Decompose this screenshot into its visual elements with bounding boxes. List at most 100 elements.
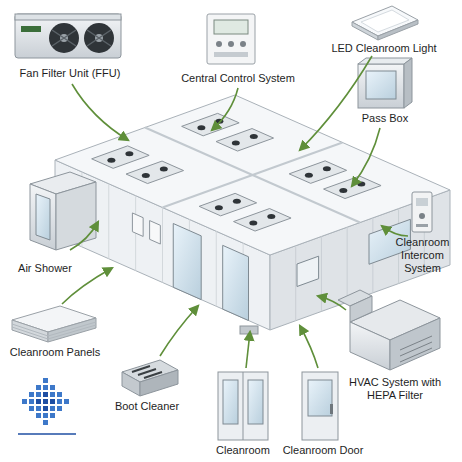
company-logo	[29, 392, 34, 397]
company-logo	[36, 392, 41, 397]
company-logo	[36, 406, 41, 411]
cleanroom-illustration	[267, 214, 275, 219]
cleanroom-illustration	[215, 205, 223, 210]
hvac-picture	[350, 322, 390, 370]
leader-arrows	[70, 222, 98, 250]
pass-box-picture	[358, 64, 404, 108]
hvac-picture	[390, 318, 440, 370]
leader-arrows	[72, 84, 128, 140]
leader-arrows	[300, 56, 372, 150]
cleanroom-illustration	[160, 167, 168, 172]
company-logo	[43, 385, 48, 390]
company-logo	[36, 399, 41, 404]
door-picture	[308, 380, 332, 416]
intercom-picture	[416, 224, 428, 227]
leader-arrows	[160, 306, 198, 356]
cleanroom-illustration	[107, 158, 115, 163]
cleanroom-illustration	[108, 184, 109, 259]
company-logo	[36, 385, 41, 390]
cleanroom-door-picture	[218, 372, 268, 440]
company-logo	[50, 413, 55, 418]
company-logo	[36, 413, 41, 418]
cleanroom-illustration	[216, 231, 217, 306]
air-shower-picture	[30, 184, 56, 250]
cleanroom-illustration	[232, 141, 240, 146]
ffu-picture	[21, 26, 41, 32]
cleanroom-illustration	[250, 134, 258, 139]
control-panel-picture	[207, 14, 255, 64]
cleanroom-illustration	[150, 221, 161, 245]
cleanroom-door-picture	[223, 380, 238, 424]
boot-cleaner-picture	[122, 360, 178, 396]
part-label: LED Cleanroom Light	[322, 42, 446, 55]
pass-box-picture	[366, 71, 396, 99]
leader-arrows	[212, 88, 238, 130]
company-logo	[43, 420, 48, 425]
panels-picture	[12, 320, 48, 342]
led-light-picture	[361, 10, 409, 32]
company-logo	[50, 399, 55, 404]
cleanroom-illustration	[197, 125, 205, 130]
leader-arrows	[318, 296, 346, 310]
part-label: Fan Filter Unit (FFU)	[5, 67, 135, 80]
pass-box-picture	[358, 58, 412, 64]
ffu-picture	[15, 14, 121, 20]
cleanroom-illustration	[199, 193, 257, 216]
leader-arrows	[382, 226, 408, 236]
company-logo	[29, 406, 34, 411]
control-panel-picture	[240, 41, 246, 47]
control-panel-picture	[207, 14, 255, 64]
cleanroom-door-picture	[218, 372, 268, 440]
intercom-picture	[412, 192, 432, 232]
leader-arrows	[300, 326, 318, 368]
panels-picture	[12, 322, 96, 339]
boot-cleaner-picture	[122, 372, 140, 396]
part-label: Cleanroom	[198, 444, 288, 457]
cleanroom-illustration	[233, 199, 241, 204]
cleanroom-illustration	[249, 221, 257, 226]
cleanroom-illustration	[297, 256, 319, 286]
air-shower-picture	[56, 182, 96, 250]
cleanroom-illustration	[321, 236, 322, 311]
cleanroom-illustration	[234, 209, 291, 232]
panels-picture	[48, 318, 96, 342]
company-logo	[22, 399, 27, 404]
part-label: Cleanroom Intercom System	[385, 236, 460, 276]
intercom-picture	[412, 192, 432, 232]
cleanroom-illustration	[295, 246, 296, 321]
cleanroom-illustration	[173, 224, 201, 300]
cleanroom-illustration	[223, 245, 249, 320]
cleanroom-illustration	[182, 113, 240, 136]
cleanroom-illustration	[145, 128, 360, 223]
cleanroom-door-picture	[243, 372, 244, 440]
cleanroom-door-picture	[248, 380, 263, 424]
air-shower-picture	[36, 194, 50, 240]
company-logo	[50, 392, 55, 397]
ffu-picture	[15, 14, 121, 58]
intercom-picture	[419, 213, 425, 219]
cleanroom-illustration	[126, 161, 184, 184]
leader-arrows	[246, 332, 250, 368]
company-logo	[29, 399, 34, 404]
control-panel-picture	[214, 52, 248, 57]
pass-box-picture	[404, 58, 412, 108]
ffu-picture	[52, 30, 111, 46]
leader-arrows	[352, 128, 380, 186]
panels-picture	[12, 306, 96, 342]
cleanroom-illustration	[55, 95, 450, 255]
control-panel-picture	[228, 41, 234, 47]
company-logo	[18, 433, 76, 435]
leader-arrows	[62, 56, 408, 368]
company-logo	[57, 406, 62, 411]
cleanroom-illustration	[132, 213, 143, 237]
part-label: Pass Box	[345, 112, 425, 125]
cleanroom-illustration	[162, 208, 163, 283]
door-picture	[302, 372, 338, 440]
hvac-picture	[338, 290, 440, 370]
company-logo	[50, 385, 55, 390]
control-panel-picture	[214, 20, 248, 34]
cleanroom-illustration	[240, 326, 258, 334]
cleanroom-illustration	[142, 173, 150, 178]
